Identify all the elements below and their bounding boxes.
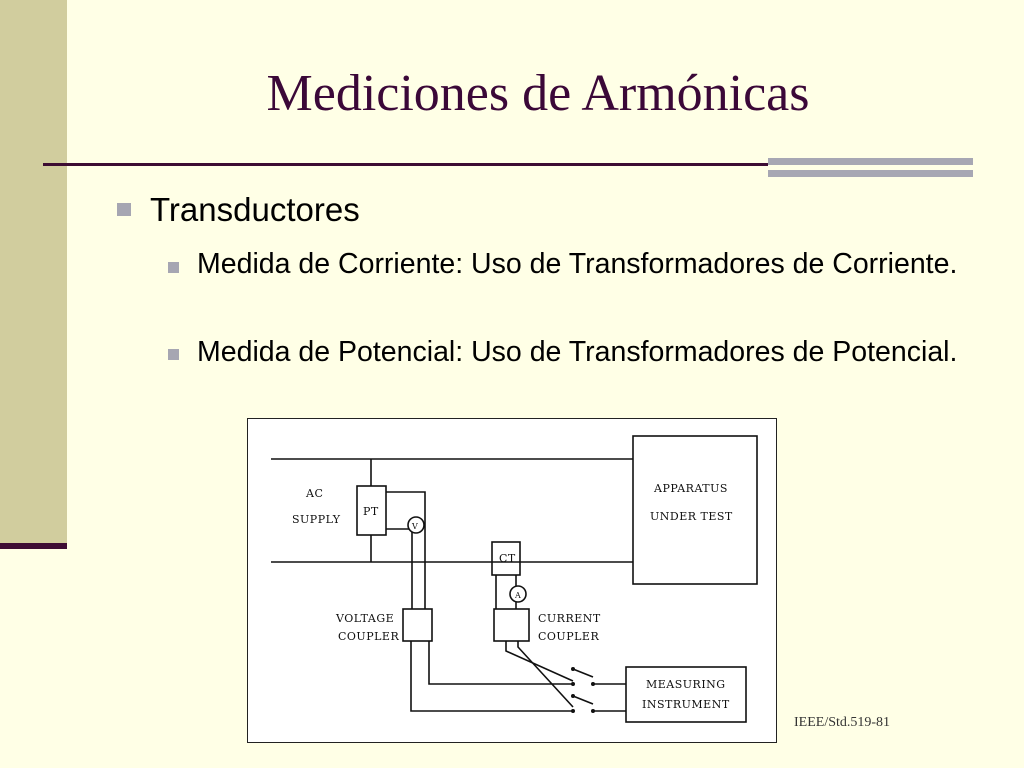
label-voltage-coupler: COUPLER <box>338 630 399 643</box>
label-voltage: VOLTAGE <box>335 612 394 625</box>
title-divider <box>43 163 768 166</box>
voltage-coupler-box <box>402 608 433 642</box>
bullet-square-icon <box>117 203 131 216</box>
side-band <box>0 0 67 545</box>
label-measuring: MEASURING <box>646 678 726 691</box>
label-a: A <box>514 591 521 600</box>
label-supply: SUPPLY <box>292 513 341 526</box>
ct-box <box>491 541 521 576</box>
label-ct: CT <box>499 552 516 565</box>
apparatus-box <box>632 435 758 585</box>
subbullet-potencial: Medida de Potencial: Uso de Transformado… <box>197 336 958 368</box>
label-v: V <box>411 522 418 531</box>
voltmeter-circle <box>407 516 425 534</box>
label-current-coupler: COUPLER <box>538 630 599 643</box>
side-accent-bar <box>0 543 67 549</box>
figure-citation: IEEE/Std.519-81 <box>794 715 891 730</box>
current-coupler-box <box>493 608 530 642</box>
label-under-test: UNDER TEST <box>650 510 733 523</box>
slide-title: Mediciones de Armónicas <box>266 65 810 122</box>
measuring-instrument-box <box>625 666 747 723</box>
label-current: CURRENT <box>538 612 601 625</box>
subbullet-square-icon <box>168 349 179 360</box>
divider-stripe-top <box>768 158 973 165</box>
circuit-diagram: AC SUPPLY PT V CT A APPARATUS UNDER TEST… <box>247 418 777 743</box>
label-instrument: INSTRUMENT <box>642 698 730 711</box>
ammeter-circle <box>509 585 527 603</box>
label-ac: AC <box>305 487 323 500</box>
circuit-diagram-svg: AC SUPPLY PT V CT A APPARATUS UNDER TEST… <box>271 435 758 723</box>
label-pt: PT <box>363 505 379 518</box>
subbullet-square-icon <box>168 262 179 273</box>
subbullet-corriente: Medida de Corriente: Uso de Transformado… <box>197 248 958 280</box>
label-apparatus: APPARATUS <box>653 482 728 495</box>
divider-stripe-bottom <box>768 170 973 177</box>
bullet-transductores: Transductores <box>150 191 360 228</box>
